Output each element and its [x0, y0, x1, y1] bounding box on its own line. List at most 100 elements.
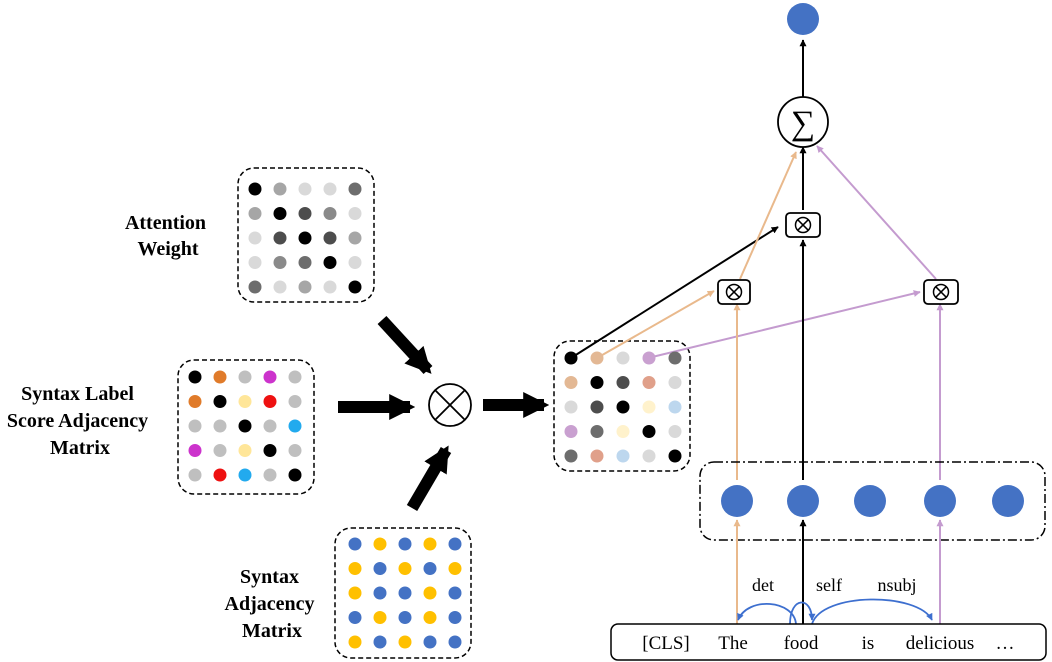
matrix-dot — [616, 400, 630, 414]
sum-symbol: ∑ — [791, 105, 815, 142]
matrix-dot — [373, 635, 387, 649]
matrix-dot — [348, 611, 362, 624]
syntax-adjacency-matrix — [348, 537, 462, 649]
matrix-dot — [398, 537, 412, 551]
token-delicious: delicious — [906, 633, 975, 654]
matrix-dot — [288, 419, 302, 433]
matrix-dot — [323, 182, 337, 196]
matrix-dot — [348, 537, 362, 551]
token-ellipsis: … — [996, 633, 1015, 654]
label-score-matrix — [188, 370, 302, 482]
matrix-dot — [288, 395, 302, 408]
matrix-dot — [423, 611, 437, 624]
matrix-dot — [348, 207, 362, 220]
matrix-dot — [668, 425, 682, 438]
matrix-dot — [298, 231, 312, 245]
matrix-dot — [263, 444, 277, 457]
attention-weight-label-line-1: Attention — [125, 212, 206, 234]
hidden-node-5 — [992, 485, 1024, 517]
matrix-dot — [590, 449, 604, 463]
matrix-dot — [668, 351, 682, 365]
matrix-dot — [564, 425, 578, 438]
hidden-node-4 — [924, 485, 956, 517]
matrix-dot — [323, 231, 337, 245]
arc-label-det: det — [752, 575, 774, 595]
syntax-adj-label-line-2: Adjacency — [225, 593, 315, 615]
matrix-dot — [590, 376, 604, 389]
matrix-dot — [238, 468, 252, 482]
matrix-dot — [616, 351, 630, 365]
matrix-dot — [213, 370, 227, 384]
matrix-dot — [398, 635, 412, 649]
matrix-dot — [323, 256, 337, 269]
matrix-dot — [348, 256, 362, 269]
syntax-adj-to-combine-arrow — [406, 445, 452, 512]
syntax-label-score-label: Syntax Label Score Adjacency Matrix — [7, 383, 153, 459]
hidden-node-2 — [787, 485, 819, 517]
matrix-dot — [298, 207, 312, 220]
syntax-adj-label-line-3: Matrix — [242, 620, 302, 642]
left-multiply-icon — [717, 279, 751, 305]
result-to-mid-mult-line — [570, 226, 779, 359]
matrix-dot — [668, 376, 682, 389]
matrix-dot — [213, 444, 227, 457]
matrix-dot — [248, 256, 262, 269]
matrix-dot — [642, 376, 656, 389]
matrix-dot — [564, 400, 578, 414]
matrix-dot — [263, 468, 277, 482]
self-arc — [789, 601, 816, 625]
matrix-dot — [348, 562, 362, 575]
arc-label-self: self — [816, 575, 842, 595]
right-multiply-icon — [923, 279, 959, 305]
label-score-label-line-3: Matrix — [50, 437, 110, 459]
left-mult-to-sum-line — [739, 151, 797, 280]
matrix-dot — [564, 449, 578, 463]
matrix-dot — [273, 256, 287, 269]
matrix-dot — [248, 207, 262, 220]
matrix-dot — [213, 468, 227, 482]
matrix-dot — [348, 586, 362, 600]
matrix-dot — [616, 376, 630, 389]
matrix-dot — [616, 449, 630, 463]
matrix-dot — [668, 400, 682, 414]
matrix-dot — [263, 395, 277, 408]
matrix-dot — [398, 586, 412, 600]
matrix-dot — [590, 400, 604, 414]
result-matrix-frame — [553, 340, 691, 472]
result-to-left-mult-line — [596, 290, 715, 359]
matrix-dot — [448, 611, 462, 624]
nsubj-arc — [811, 598, 933, 625]
syntax-adjacency-matrix-frame — [334, 527, 472, 659]
attention-weight-matrix — [248, 182, 362, 294]
attention-weight-label-line-2: Weight — [137, 238, 198, 260]
sum-node — [777, 96, 829, 148]
right-mult-to-sum-line — [816, 145, 937, 280]
arc-label-nsubj: nsubj — [877, 575, 916, 595]
matrix-dot — [423, 635, 437, 649]
matrix-dot — [298, 256, 312, 269]
matrix-dot — [188, 468, 202, 482]
matrix-dot — [188, 444, 202, 457]
hidden-node-1 — [721, 485, 753, 517]
matrix-dot — [273, 182, 287, 196]
token-the: The — [718, 633, 748, 654]
matrix-dot — [323, 280, 337, 294]
matrix-dot — [398, 562, 412, 575]
label-score-label-line-1: Syntax Label — [21, 383, 134, 405]
syntax-adjacency-label: Syntax Adjacency Matrix — [225, 566, 320, 642]
matrix-dot — [288, 370, 302, 384]
matrix-dot — [238, 370, 252, 384]
matrix-dot — [273, 207, 287, 220]
token-cls: [CLS] — [642, 633, 690, 654]
matrix-dot — [188, 370, 202, 384]
hidden-node-3 — [854, 485, 886, 517]
matrix-dot — [642, 351, 656, 365]
matrix-dot — [448, 586, 462, 600]
matrix-dot — [373, 537, 387, 551]
matrix-dot — [213, 419, 227, 433]
matrix-dot — [288, 444, 302, 457]
token-sequence-box — [610, 623, 1047, 661]
matrix-dot — [263, 370, 277, 384]
attention-weight-label: Attention Weight — [125, 212, 211, 260]
result-matrix — [564, 351, 682, 463]
